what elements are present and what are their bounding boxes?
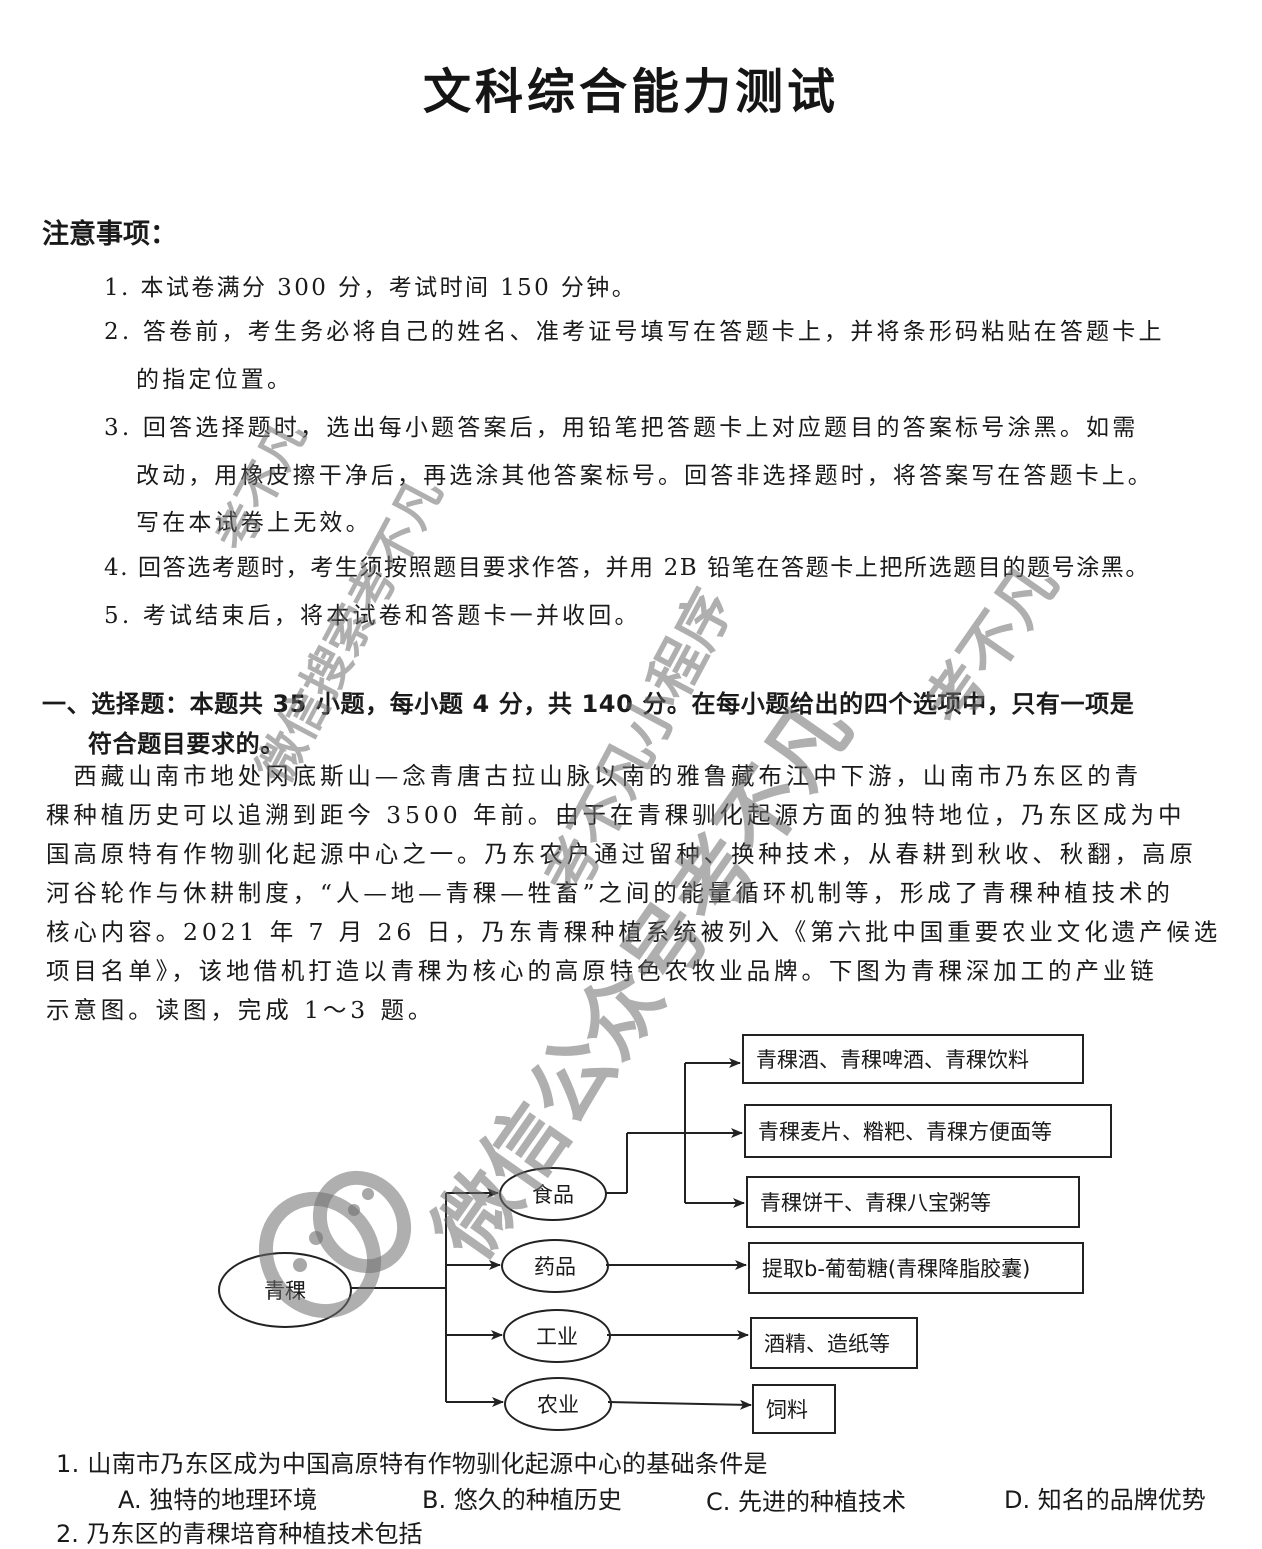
notice-item-3-cont: 改动，用橡皮擦干净后，再选涂其他答案标号。回答非选择题时，将答案写在答题卡上。 — [136, 463, 1154, 489]
passage-line: 核心内容。2021 年 7 月 26 日，乃东青稞种植系统被列入《第六批中国重要… — [46, 918, 1222, 946]
node-agriculture: 农业 — [504, 1377, 612, 1431]
passage-line: 西藏山南市地处冈底斯山—念青唐古拉山脉以南的雅鲁藏布江中下游，山南市乃东区的青 — [46, 762, 1142, 790]
industry-chain-diagram: 青稞 食品 药品 工业 农业 青稞酒、青稞啤酒、青稞饮料 青稞麦片、糌粑、青稞方… — [0, 1020, 1262, 1440]
question-1-option-a: A. 独特的地理环境 — [118, 1486, 318, 1514]
question-2-stem: 2. 乃东区的青稞培育种植技术包括 — [56, 1520, 423, 1548]
notice-item-3-cont2: 写在本试卷上无效。 — [136, 510, 372, 536]
passage-line: 项目名单》，该地借机打造以青稞为核心的高原特色农牧业品牌。下图为青稞深加工的产业… — [46, 957, 1158, 985]
passage-line: 稞种植历史可以追溯到距今 3500 年前。由于在青稞驯化起源方面的独特地位，乃东… — [46, 801, 1186, 829]
notice-heading: 注意事项： — [42, 219, 177, 250]
section-heading-cont: 符合题目要求的。 — [88, 730, 285, 758]
notice-item-5: 5. 考试结束后，将本试卷和答题卡一并收回。 — [104, 603, 641, 629]
output-box-alcohol-paper: 酒精、造纸等 — [750, 1317, 918, 1369]
notice-item-1: 1. 本试卷满分 300 分，考试时间 150 分钟。 — [104, 275, 638, 301]
question-1-option-c: C. 先进的种植技术 — [706, 1488, 907, 1516]
output-box-biscuits: 青稞饼干、青稞八宝粥等 — [746, 1176, 1080, 1228]
output-box-glucan: 提取b-葡萄糖(青稞降脂胶囊) — [748, 1242, 1084, 1294]
diagram-connectors — [350, 1058, 752, 1410]
node-industry: 工业 — [503, 1309, 611, 1363]
wechat-logo-icon — [258, 1170, 412, 1319]
passage: 西藏山南市地处冈底斯山—念青唐古拉山脉以南的雅鲁藏布江中下游，山南市乃东区的青 … — [46, 757, 1246, 1030]
notice-item-4: 4. 回答选考题时，考生须按照题目要求作答，并用 2B 铅笔在答题卡上把所选题目… — [104, 555, 1151, 581]
page-title: 文科综合能力测试 — [422, 64, 839, 120]
passage-line: 示意图。读图，完成 1～3 题。 — [46, 996, 436, 1024]
question-1-option-d: D. 知名的品牌优势 — [1004, 1486, 1206, 1514]
passage-line: 河谷轮作与休耕制度，“人—地—青稞—牲畜”之间的能量循环机制等，形成了青稞种植技… — [46, 879, 1174, 907]
notice-item-2-cont: 的指定位置。 — [136, 367, 294, 393]
passage-line: 国高原特有作物驯化起源中心之一。乃东农户通过留种、换种技术，从春耕到秋收、秋翻，… — [46, 840, 1197, 868]
output-box-cereals: 青稞麦片、糌粑、青稞方便面等 — [744, 1104, 1112, 1158]
question-1-option-b: B. 悠久的种植历史 — [422, 1486, 622, 1514]
node-medicine: 药品 — [501, 1239, 609, 1293]
notice-item-2: 2. 答卷前，考生务必将自己的姓名、准考证号填写在答题卡上，并将条形码粘贴在答题… — [104, 319, 1165, 345]
notice-item-3: 3. 回答选择题时，选出每小题答案后，用铅笔把答题卡上对应题目的答案标号涂黑。如… — [104, 415, 1139, 441]
output-box-beverages: 青稞酒、青稞啤酒、青稞饮料 — [742, 1034, 1084, 1084]
section-heading: 一、选择题：本题共 35 小题，每小题 4 分，共 140 分。在每小题给出的四… — [42, 690, 1135, 718]
output-box-feed: 饲料 — [752, 1384, 836, 1434]
question-1-stem: 1. 山南市乃东区成为中国高原特有作物驯化起源中心的基础条件是 — [56, 1450, 768, 1478]
node-food: 食品 — [499, 1167, 607, 1221]
